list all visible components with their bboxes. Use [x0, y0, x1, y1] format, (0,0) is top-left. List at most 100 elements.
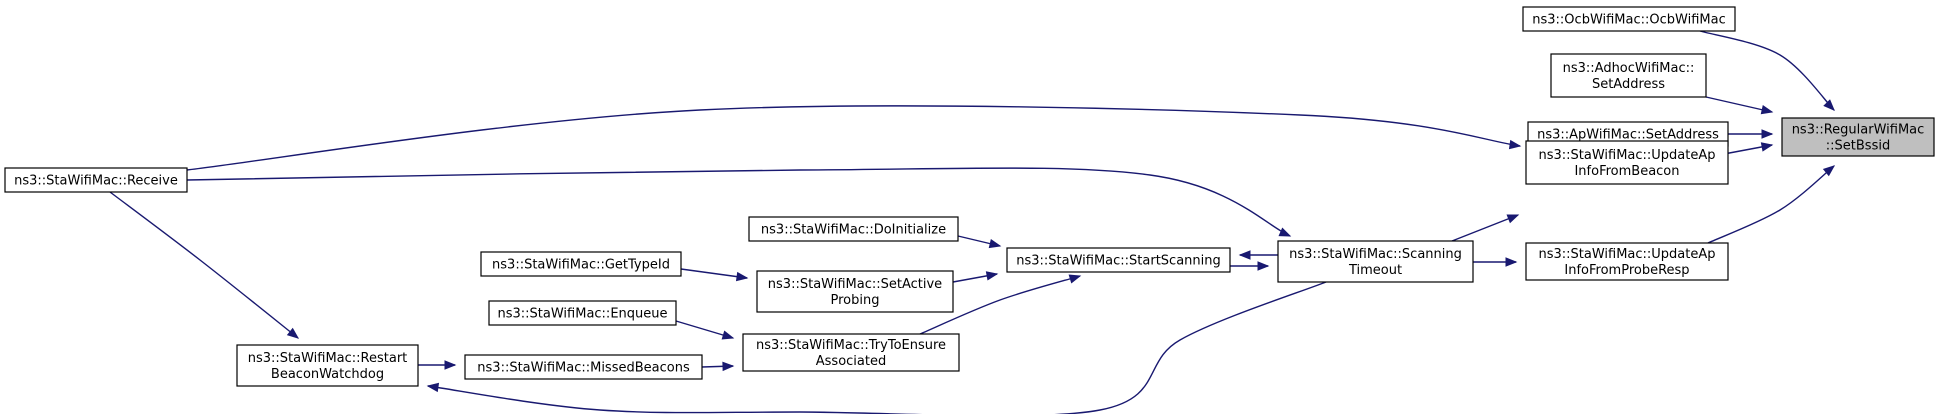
node-label-line: ns3::StaWifiMac::MissedBeacons [477, 361, 690, 376]
edge-arrowhead [735, 271, 749, 282]
edge-line [680, 268, 748, 279]
node-label-line: ns3::StaWifiMac::UpdateAp [1538, 148, 1715, 163]
edge-arrowhead [1760, 105, 1774, 115]
node-box [4, 167, 188, 193]
node-label-line: ns3::StaWifiMac::UpdateAp [1538, 247, 1715, 262]
node-box [1522, 6, 1736, 32]
edge-arrowhead [1760, 142, 1774, 152]
edges-layer [109, 30, 1836, 414]
edge-line [109, 191, 299, 339]
edge-missed-beacons-to-try-ensure [701, 361, 735, 372]
edge-line [919, 275, 1081, 335]
node-label-line: SetAddress [1592, 77, 1665, 92]
node-label-line: InfoFromBeacon [1574, 164, 1679, 179]
edge-scanning-timeout-to-update-ap-probe [1473, 257, 1518, 267]
node-label-line: Associated [816, 354, 886, 369]
node-box [488, 300, 677, 326]
node-label-line: ns3::RegularWifiMac [1792, 123, 1925, 138]
edge-line [1705, 96, 1773, 113]
edge-arrowhead [1508, 139, 1522, 150]
node-do-initialize[interactable]: ns3::StaWifiMac::DoInitialize [748, 216, 959, 242]
edge-arrowhead [1506, 214, 1520, 224]
edge-ocb-ctor-to-set-bssid [1699, 30, 1835, 111]
edge-line [1707, 165, 1835, 244]
node-box [1525, 140, 1729, 185]
edge-enqueue-to-try-ensure [675, 320, 735, 340]
edge-receive-to-restart-watchdog [109, 191, 300, 339]
node-label-line: InfoFromProbeResp [1564, 263, 1689, 278]
nodes-layer: ns3::RegularWifiMac::SetBssid ns3::OcbWif… [4, 6, 1935, 387]
node-label-line: ::SetBssid [1826, 139, 1890, 154]
node-update-ap-probe[interactable]: ns3::StaWifiMac::UpdateApInfoFromProbeRe… [1525, 242, 1729, 281]
node-box [1006, 247, 1231, 273]
node-box [1781, 117, 1935, 157]
node-label-line: ns3::StaWifiMac::DoInitialize [761, 223, 946, 238]
node-label-line: Timeout [1348, 263, 1402, 278]
node-label-line: ns3::StaWifiMac::Enqueue [498, 307, 668, 322]
edge-line [1451, 214, 1519, 242]
node-box [480, 251, 682, 277]
edge-ap-setaddr-to-set-bssid [1728, 129, 1774, 139]
node-label-line: ns3::StaWifiMac::TryToEnsure [756, 338, 946, 353]
node-box [464, 354, 703, 380]
edge-adhoc-setaddr-to-set-bssid [1705, 96, 1774, 115]
edge-do-initialize-to-start-scanning [957, 235, 1002, 249]
node-label-line: BeaconWatchdog [271, 367, 384, 382]
edge-line [427, 281, 1327, 414]
node-box [742, 333, 960, 372]
node-label-line: ns3::StaWifiMac::StartScanning [1016, 254, 1221, 269]
node-missed-beacons[interactable]: ns3::StaWifiMac::MissedBeacons [464, 354, 703, 380]
node-label-line: ns3::StaWifiMac::GetTypeId [492, 258, 670, 273]
node-receive[interactable]: ns3::StaWifiMac::Receive [4, 167, 188, 193]
edge-scanning-timeout-to-start-scanning [1238, 250, 1278, 260]
node-label-line: ns3::StaWifiMac::Restart [248, 351, 408, 366]
edge-arrowhead [1257, 261, 1270, 271]
edge-scanning-timeout-to-update-ap-beacon [1451, 214, 1520, 242]
node-adhoc-setaddr[interactable]: ns3::AdhocWifiMac::SetAddress [1550, 53, 1707, 98]
edge-arrowhead [286, 327, 300, 339]
edge-arrowhead [1823, 99, 1835, 111]
node-set-bssid[interactable]: ns3::RegularWifiMac::SetBssid [1781, 117, 1935, 157]
node-enqueue[interactable]: ns3::StaWifiMac::Enqueue [488, 300, 677, 326]
edge-arrowhead [1238, 250, 1251, 260]
edge-arrowhead [1822, 165, 1836, 177]
edge-restart-watchdog-to-missed-beacons [418, 360, 457, 370]
node-start-scanning[interactable]: ns3::StaWifiMac::StartScanning [1006, 247, 1231, 273]
node-label-line: ns3::AdhocWifiMac:: [1563, 61, 1695, 76]
edge-try-ensure-to-start-scanning [919, 274, 1082, 335]
node-box [756, 270, 954, 313]
edge-scanning-timeout-to-restart-watchdog [426, 281, 1327, 414]
node-label-line: ns3::ApWifiMac::SetAddress [1537, 128, 1719, 143]
node-label-line: ns3::StaWifiMac::SetActive [768, 277, 942, 292]
edge-arrowhead [1761, 129, 1774, 139]
edge-arrowhead [721, 330, 735, 340]
edge-receive-to-update-ap-beacon [186, 105, 1522, 171]
node-box [1525, 242, 1729, 281]
edge-update-ap-probe-to-set-bssid [1707, 165, 1836, 244]
edge-start-scanning-to-scanning-timeout [1230, 261, 1270, 271]
node-label-line: ns3::StaWifiMac::Scanning [1289, 247, 1462, 262]
edge-arrowhead [426, 382, 440, 393]
edge-line [186, 167, 1291, 237]
node-get-type-id[interactable]: ns3::StaWifiMac::GetTypeId [480, 251, 682, 277]
node-ocb-ctor[interactable]: ns3::OcbWifiMac::OcbWifiMac [1522, 6, 1736, 32]
node-label-line: ns3::OcbWifiMac::OcbWifiMac [1532, 13, 1725, 28]
node-label-line: Probing [831, 293, 880, 308]
edge-arrowhead [985, 271, 999, 281]
edge-arrowhead [1068, 274, 1082, 284]
node-box [1550, 53, 1707, 98]
edge-set-active-probing-to-start-scanning [952, 271, 999, 283]
node-label-line: ns3::StaWifiMac::Receive [14, 174, 178, 189]
edge-arrowhead [722, 361, 735, 372]
edge-get-type-id-to-set-active-probing [680, 268, 749, 282]
node-box [748, 216, 959, 242]
node-box [236, 344, 419, 387]
node-box [1277, 240, 1474, 283]
edge-line [186, 105, 1521, 171]
